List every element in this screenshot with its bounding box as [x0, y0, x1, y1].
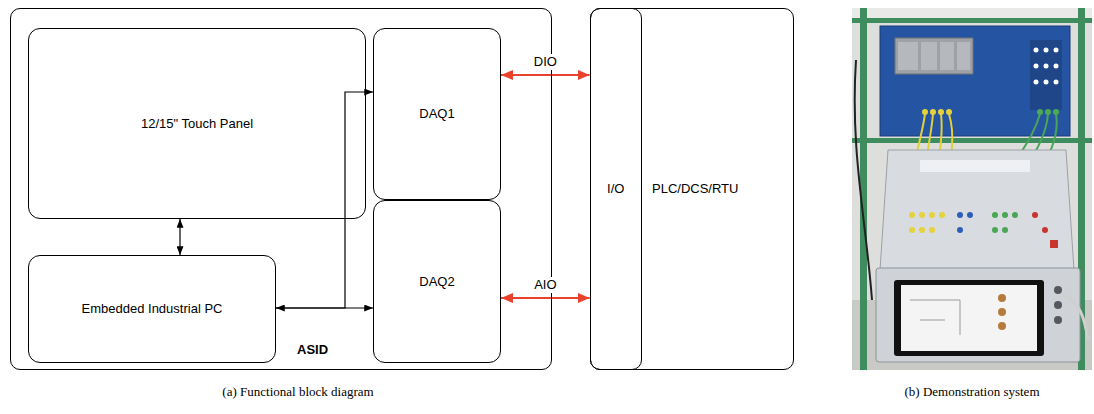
device-enclosure: 12/15" Touch PanelEmbedded Industrial PC…	[10, 8, 552, 370]
node-label: Embedded Industrial PC	[82, 301, 223, 317]
connector-arrow	[501, 297, 590, 299]
daq-box: DAQ1	[373, 28, 501, 200]
touch-panel-box: 12/15" Touch Panel	[28, 28, 366, 219]
controller-box: I/O PLC/DCS/RTU	[590, 8, 794, 370]
signal-label: DIO	[532, 54, 559, 70]
node-label: I/O	[607, 181, 624, 197]
node-label: 12/15" Touch Panel	[141, 116, 253, 132]
subfigure-caption: (b) Demonstration system	[904, 384, 1039, 400]
connector-arrow	[276, 92, 373, 308]
pc-box: Embedded Industrial PC	[28, 255, 276, 363]
io-box: I/O	[590, 8, 642, 370]
node-label: DAQ2	[419, 274, 454, 290]
signal-label: AIO	[532, 277, 558, 293]
connector-arrow	[179, 219, 180, 255]
node-label: PLC/DCS/RTU	[652, 181, 738, 197]
node-label: DAQ1	[419, 106, 454, 122]
daq-box: DAQ2	[373, 200, 501, 363]
connector-arrow	[501, 74, 590, 76]
node-label: ASID	[297, 342, 328, 358]
subfigure-caption: (a) Functional block diagram	[222, 384, 373, 400]
